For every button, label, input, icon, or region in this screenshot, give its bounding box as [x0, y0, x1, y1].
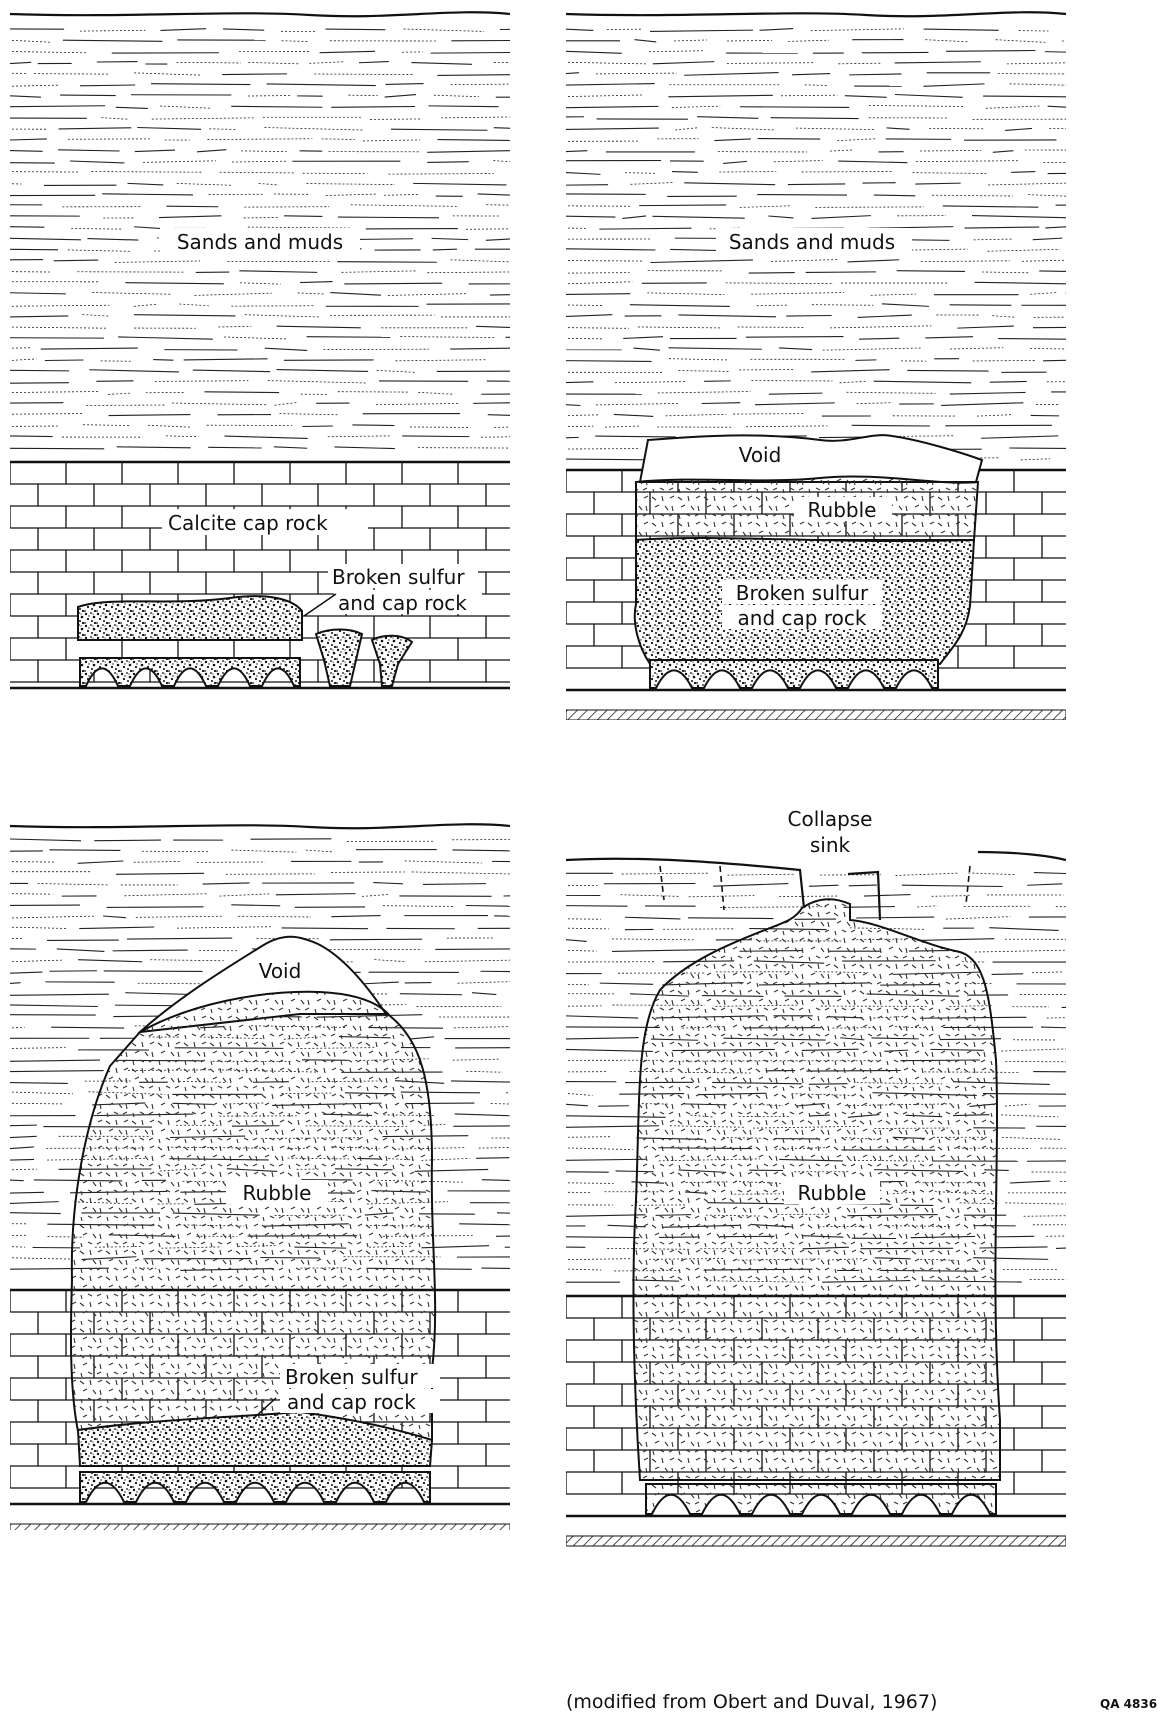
label-sands-and-muds: Sands and muds — [177, 230, 343, 254]
source-citation: (modified from Obert and Duval, 1967) — [566, 1691, 937, 1712]
label-and-cap-rock: and cap rock — [287, 1390, 416, 1414]
label-sink: sink — [810, 833, 851, 857]
label-and-cap-rock: and cap rock — [338, 591, 467, 615]
label-broken-sulfur: Broken sulfur — [332, 565, 465, 589]
label-void: Void — [259, 959, 302, 983]
label-sands-and-muds: Sands and muds — [729, 230, 895, 254]
label-broken-sulfur: Broken sulfur — [736, 581, 869, 605]
panel-stage-3 — [0, 824, 602, 1534]
figure-code: QA 4836 — [1100, 1697, 1157, 1711]
figure-footer: (modified from Obert and Duval, 1967) QA… — [566, 1691, 1157, 1712]
label-rubble: Rubble — [243, 1181, 312, 1205]
label-broken-sulfur: Broken sulfur — [285, 1365, 418, 1389]
label-void: Void — [739, 443, 782, 467]
label-collapse: Collapse — [788, 807, 873, 831]
label-rubble: Rubble — [808, 498, 877, 522]
panel-stage-1 — [0, 12, 595, 718]
label-and-cap-rock: and cap rock — [738, 606, 867, 630]
label-rubble: Rubble — [798, 1181, 867, 1205]
label-calcite-cap-rock: Calcite cap rock — [168, 511, 328, 535]
